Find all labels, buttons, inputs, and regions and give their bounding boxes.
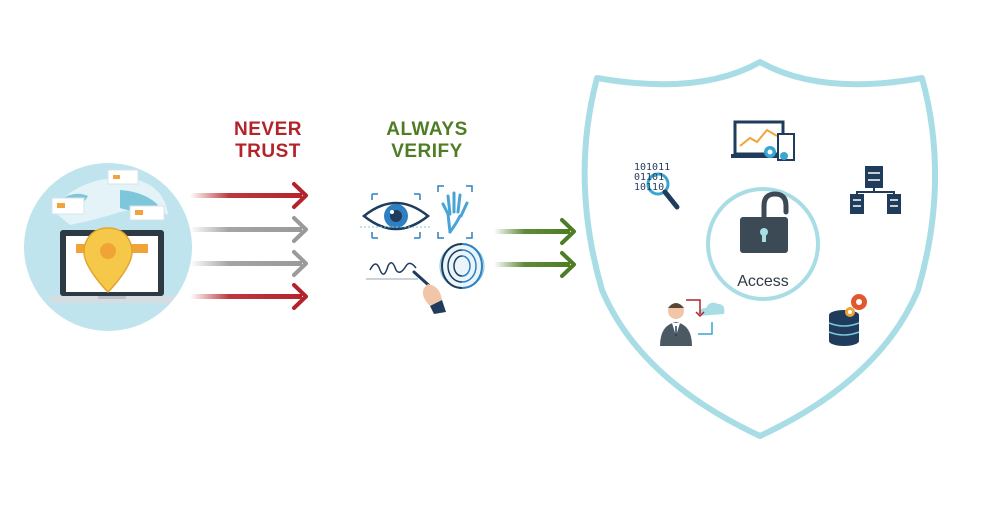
binary-search-icon [646,172,680,210]
arrow-gray-lower [190,250,308,277]
arrow-red-bottom [190,283,308,310]
verify-label: VERIFY [391,141,463,162]
never-label: NEVER [234,119,302,140]
globe-laptop-location-icon [24,163,192,331]
access-label: Access [737,273,789,290]
binary-line: 101011 [634,162,671,173]
server-network-icon [850,166,901,214]
user-cloud-sync-icon [660,299,725,346]
binary-line: 10110 [634,182,665,193]
database-gears-icon [828,294,867,346]
always-verify-heading: ALWAYS VERIFY [372,119,482,163]
arrow-green-top [494,218,576,245]
binary-code: 101011 01101 10110 [634,163,670,193]
never-trust-arrows [190,182,308,310]
arrow-gray-upper [190,216,308,243]
always-verify-arrows [494,218,576,278]
binary-line: 01101 [634,172,665,183]
eye-scan-icon [360,193,432,239]
verification-collage [360,185,485,314]
monitor-chart-icon [731,120,795,161]
arrow-green-bottom [494,251,576,278]
fingerprint-brain-icon [439,243,485,289]
padlock-open-icon [740,191,789,253]
hand-scan-icon [437,185,473,239]
always-label: ALWAYS [386,119,468,140]
trust-label: TRUST [235,141,301,162]
never-trust-heading: NEVER TRUST [218,119,318,163]
arrow-red-top [190,182,308,209]
signature-pen-icon [366,262,446,314]
